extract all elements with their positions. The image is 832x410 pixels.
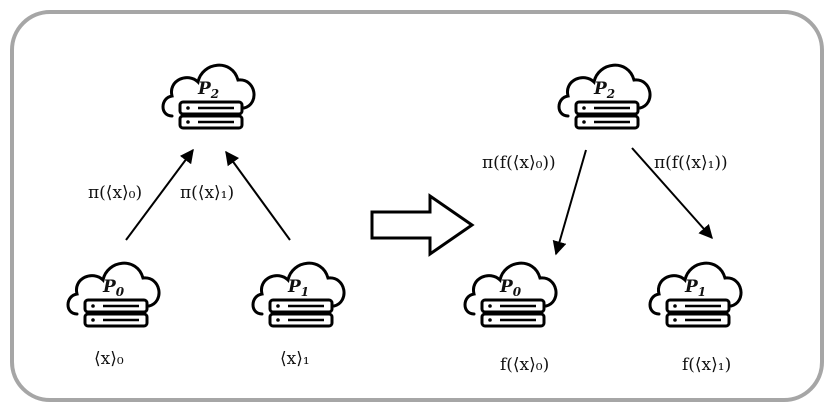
right-node-p0: P0 xyxy=(463,261,558,328)
right-node-p2-label: P2 xyxy=(593,79,615,101)
diagram-frame xyxy=(10,10,824,402)
left-node-p1-label: P1 xyxy=(287,277,309,299)
left-node-p0-label: P0 xyxy=(102,277,125,299)
left-edge-label-p1: π(⟨x⟩₁) xyxy=(180,183,234,203)
right-edge-p2-p1 xyxy=(631,147,713,240)
left-node-p0: P0 xyxy=(66,261,161,328)
right-value-p0: f(⟨x⟩₀) xyxy=(500,355,549,375)
left-edge-label-p0: π(⟨x⟩₀) xyxy=(88,183,142,203)
left-edge-p0-p2 xyxy=(125,148,194,241)
left-node-p1: P1 xyxy=(251,261,346,328)
right-node-p1: P1 xyxy=(648,261,743,328)
right-edge-label-p0: π(f(⟨x⟩₀)) xyxy=(482,153,556,173)
right-node-p1-label: P1 xyxy=(684,277,706,299)
right-value-p1: f(⟨x⟩₁) xyxy=(682,355,731,375)
right-edge-p2-p0 xyxy=(552,149,587,256)
right-node-p0-label: P0 xyxy=(499,277,522,299)
right-edge-label-p1: π(f(⟨x⟩₁)) xyxy=(654,153,728,173)
left-edge-p1-p2 xyxy=(225,150,291,241)
right-node-p2: P2 xyxy=(557,63,652,130)
right-arrow-icon xyxy=(370,193,475,257)
left-value-p1: ⟨x⟩₁ xyxy=(280,349,310,369)
left-node-p2: P2 xyxy=(161,63,256,130)
left-node-p2-label: P2 xyxy=(197,79,219,101)
left-value-p0: ⟨x⟩₀ xyxy=(94,349,124,369)
